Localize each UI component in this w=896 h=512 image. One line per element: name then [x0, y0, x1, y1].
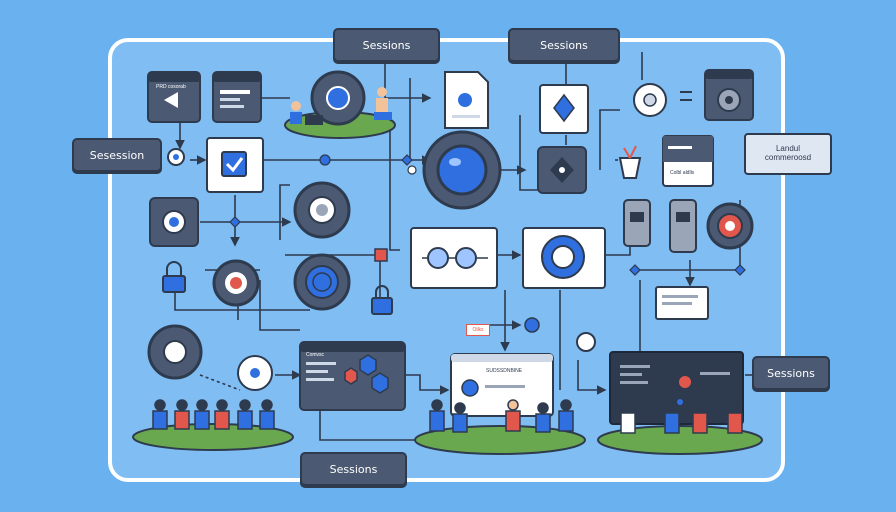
gear-window-tile — [704, 69, 754, 121]
session-label-left: Sesession — [72, 138, 162, 172]
note-card — [655, 286, 709, 320]
pen-tile — [537, 146, 587, 194]
record-gear — [212, 259, 260, 307]
window-caption: PRD cosorab — [156, 84, 186, 90]
team-gear-scene — [284, 70, 396, 139]
network-card — [410, 227, 498, 289]
lock-icon — [162, 261, 186, 293]
small-lock — [371, 285, 393, 315]
panel-title: Comvsc — [306, 352, 325, 358]
document-icon — [444, 71, 489, 129]
landul-line1: Landul — [775, 144, 801, 154]
white-center-gear — [293, 181, 351, 239]
usb-plug-left — [623, 199, 651, 247]
audience-right — [597, 401, 763, 455]
large-blue-gear — [422, 130, 502, 210]
eye-node — [167, 148, 185, 166]
red-gear — [706, 202, 754, 250]
red-arrow-box — [374, 248, 388, 262]
board-tile — [662, 135, 714, 187]
browser-window-tile — [147, 71, 201, 123]
large-left-gear — [147, 324, 203, 380]
chat-bubble — [237, 355, 273, 391]
monitor-title: SUDSSDNBINE — [486, 368, 523, 374]
search-bubble — [524, 317, 596, 352]
sessions-label-bottom: Sessions — [300, 452, 407, 486]
fingerprint-gear — [293, 253, 351, 311]
landul-line2: commeroosd — [764, 153, 812, 162]
usb-plug-right — [669, 199, 697, 253]
landul-label: Landul commeroosd — [744, 133, 832, 175]
camera-tile — [149, 197, 199, 247]
audience-left — [132, 399, 294, 451]
red-tag: Oilks — [466, 324, 490, 336]
sessions-label-top-right: Sessions — [508, 28, 620, 62]
board-caption: Colbl aldlls — [670, 170, 695, 176]
audience-center — [414, 399, 586, 455]
target-icon — [633, 83, 692, 117]
gear-card — [522, 227, 606, 289]
code-panel — [299, 341, 406, 411]
diamond-card — [539, 84, 589, 134]
plant-icon — [618, 145, 642, 179]
checkbox-card — [206, 137, 264, 193]
sessions-label-right-bottom: Sessions — [752, 356, 830, 390]
center-monitor — [450, 353, 554, 417]
junctions — [229, 154, 746, 276]
document-window-tile — [212, 71, 262, 123]
sessions-label-top-left: Sessions — [333, 28, 440, 62]
